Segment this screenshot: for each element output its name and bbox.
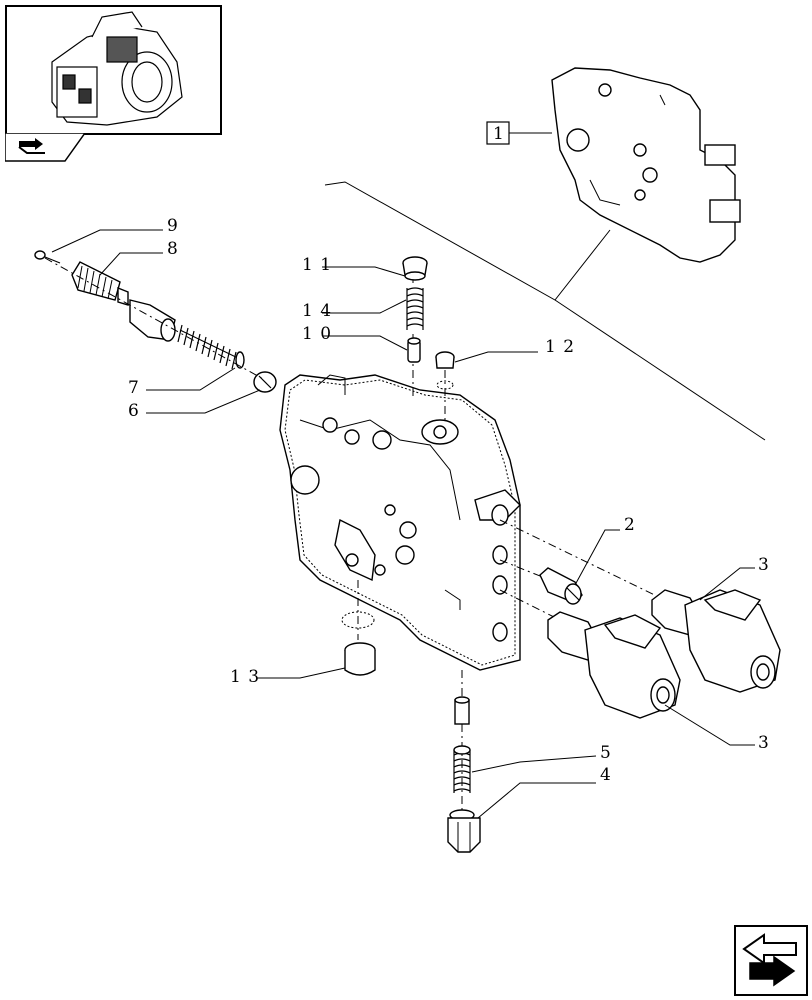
callout-3-upper: 3	[758, 555, 770, 575]
part-13-plug	[341, 611, 376, 676]
part-14-spring	[406, 283, 424, 333]
callout-1: 1	[493, 124, 505, 144]
leader-9	[51, 229, 163, 253]
leader-14	[322, 299, 407, 314]
thumbnail-tab	[4, 132, 87, 163]
leader-11	[322, 266, 406, 277]
book-arrow-icon	[4, 132, 87, 162]
callout-13: 1 3	[230, 667, 260, 687]
leader-3-lower	[664, 704, 755, 746]
part-7-spring	[177, 324, 245, 370]
leader-4	[477, 782, 596, 819]
part-8-spool	[71, 261, 176, 342]
leader-2	[574, 529, 620, 586]
part-4-hex-plug	[447, 809, 481, 853]
part-5-spring	[453, 696, 471, 793]
callout-9: 9	[167, 216, 179, 236]
valve-assembly-reference	[551, 67, 741, 263]
callout-8: 8	[167, 239, 179, 259]
bracket-right	[554, 299, 766, 441]
next-page-arrow-icon	[742, 933, 797, 987]
part-11-plug	[402, 256, 428, 281]
leader-5	[471, 755, 597, 773]
callout-3-lower: 3	[758, 733, 770, 753]
transmission-housing-icon	[51, 11, 183, 126]
leader-12	[454, 351, 538, 363]
leader-7	[146, 367, 236, 391]
leader-10	[322, 335, 408, 351]
part-10-pin	[407, 337, 421, 363]
callout-14: 1 4	[302, 301, 332, 321]
part-3-solenoid-upper	[651, 589, 781, 693]
valve-body	[279, 374, 521, 671]
leader-13	[256, 667, 346, 679]
part-9-pin	[34, 250, 61, 264]
axis-plug-2	[499, 559, 546, 579]
overview-thumbnail	[5, 5, 222, 135]
part-6-cap	[253, 371, 277, 393]
callout-7: 7	[128, 378, 140, 398]
bracket-left	[324, 181, 611, 301]
callout-12: 1 2	[545, 337, 575, 357]
leader-8	[99, 252, 163, 276]
next-page-button[interactable]	[734, 925, 808, 996]
callout-5: 5	[600, 743, 612, 763]
leader-3-upper	[699, 567, 755, 601]
leader-6	[146, 389, 261, 414]
axis-valve-3b	[499, 589, 561, 621]
part-2-plug	[539, 567, 583, 605]
part-3-solenoid-lower	[547, 611, 681, 719]
callout-2: 2	[624, 515, 636, 535]
axis-valve-3a	[499, 519, 666, 601]
callout-4: 4	[600, 765, 612, 785]
axis-spool	[44, 257, 266, 381]
callout-11: 1 1	[302, 255, 332, 275]
callout-10: 1 0	[302, 324, 332, 344]
part-12-plug	[435, 351, 455, 390]
callout-6: 6	[128, 401, 140, 421]
